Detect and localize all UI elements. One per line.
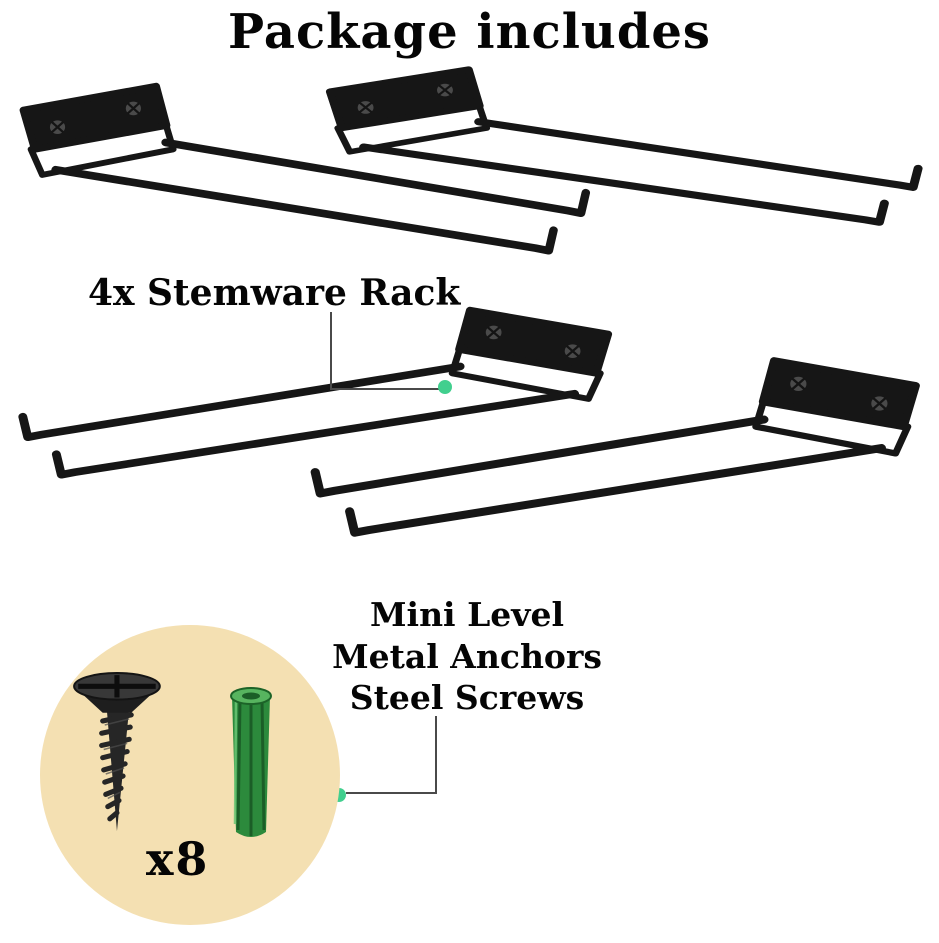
hardware-label-line-3: Steel Screws xyxy=(349,678,585,718)
stemware-rack-image-4 xyxy=(300,350,928,555)
hardware-callout-line-vertical xyxy=(435,716,437,794)
screw-count-label: x8 xyxy=(146,832,210,886)
rack-callout-line-vertical xyxy=(330,312,332,390)
rack-label: 4x Stemware Rack xyxy=(88,272,461,314)
wall-anchor-image xyxy=(222,684,280,846)
hardware-callout-line-horizontal xyxy=(346,792,437,794)
hardware-label-line-2: Metal Anchors xyxy=(332,636,602,676)
rack-callout-line-horizontal xyxy=(330,388,440,390)
rack-callout-dot xyxy=(438,380,452,394)
steel-screw-image xyxy=(68,672,170,852)
page-title: Package includes xyxy=(228,4,711,60)
stemware-rack-image-2 xyxy=(318,60,933,242)
hardware-label: Mini Level Metal Anchors Steel Screws xyxy=(316,594,618,719)
hardware-label-line-1: Mini Level xyxy=(370,595,564,634)
phillips-cross-icon xyxy=(78,675,156,698)
